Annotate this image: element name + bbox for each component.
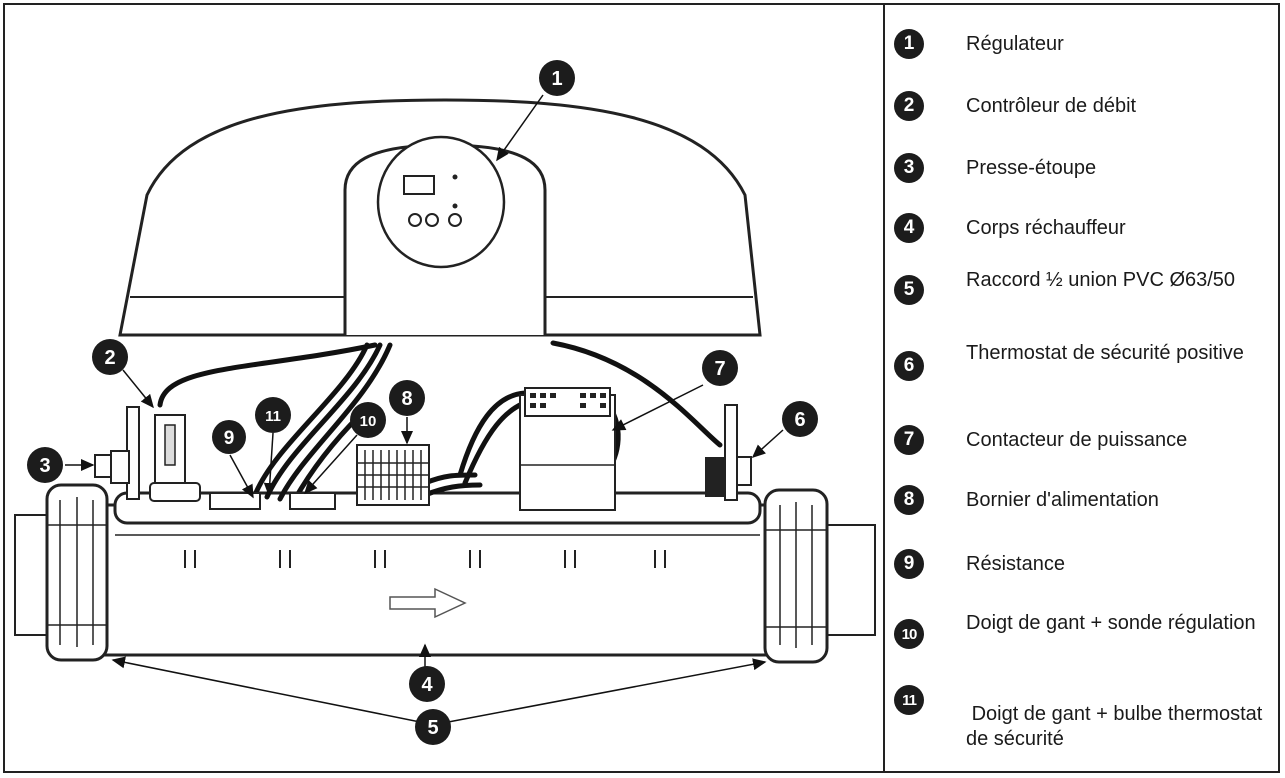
legend-label-5: Raccord ½ union PVC Ø63/50 [966,269,1236,291]
legend-badge-8: 8 [894,485,924,515]
legend-label-1: Régulateur [966,33,1064,55]
callout-11: 11 [255,397,291,433]
cables [157,340,723,502]
leader-lines [65,94,784,724]
heater-body [103,491,772,657]
legend-label-10: Doigt de gant + sonde régulation [966,612,1256,634]
svg-text:9: 9 [224,428,235,449]
callout-7: 7 [702,350,738,386]
svg-text:10: 10 [360,413,377,430]
legend-badge-1: 1 [894,29,924,59]
cable-gland [94,450,130,484]
flow-arrow [389,587,467,619]
legend-divider [883,3,885,773]
union-nut-right [763,488,829,664]
power-contactor [519,387,616,511]
flow-controller [126,406,201,502]
legend-panel: 1 Régulateur 2 Contrôleur de débit 3 Pre… [886,5,1278,771]
callout-4: 4 [409,666,445,702]
svg-text:1: 1 [551,68,562,90]
legend-badge-2: 2 [894,91,924,121]
callout-9: 9 [212,420,246,454]
legend-label-11: Doigt de gant + bulbe thermostat de sécu… [966,703,1268,750]
callout-10: 10 [350,402,386,438]
legend-label-9: Résistance [966,553,1065,575]
controller-panel [376,135,506,269]
svg-text:5: 5 [427,717,438,739]
legend-badge-7: 7 [894,425,924,455]
figure-frame [3,3,1280,773]
legend-badge-4: 4 [894,213,924,243]
svg-text:4: 4 [421,674,433,696]
legend-label-2: Contrôleur de débit [966,95,1137,117]
pipe-right [824,524,876,636]
callout-2: 2 [92,339,128,375]
power-terminal-block [356,444,430,506]
callout-5: 5 [415,709,451,745]
legend-badge-6: 6 [894,351,924,381]
svg-text:3: 3 [39,455,50,477]
legend-label-7: Contacteur de puissance [966,429,1188,451]
legend-label-3: Presse-étoupe [966,157,1097,179]
legend-badge-5: 5 [894,275,924,305]
legend-badge-3: 3 [894,153,924,183]
safety-thermostat [705,404,752,501]
legend-label-6: Thermostat de sécurité positive [966,342,1244,364]
callout-6: 6 [782,401,818,437]
heater-diagram: 1 2 3 4 5 6 7 8 9 10 11 [14,60,876,745]
legend-badge-10: 10 [894,619,924,649]
svg-text:8: 8 [401,388,412,410]
svg-text:2: 2 [104,347,115,369]
svg-text:11: 11 [265,408,281,425]
callout-1: 1 [539,60,575,96]
legend-label-4: Corps réchauffeur [966,217,1126,239]
legend-label-8: Bornier d'alimentation [966,489,1159,511]
callout-8: 8 [389,380,425,416]
svg-text:6: 6 [794,409,805,431]
union-nut-left [45,483,109,662]
svg-text:7: 7 [714,358,725,380]
callout-3: 3 [27,447,63,483]
legend-badge-11: 11 [894,685,924,715]
legend-badge-9: 9 [894,549,924,579]
